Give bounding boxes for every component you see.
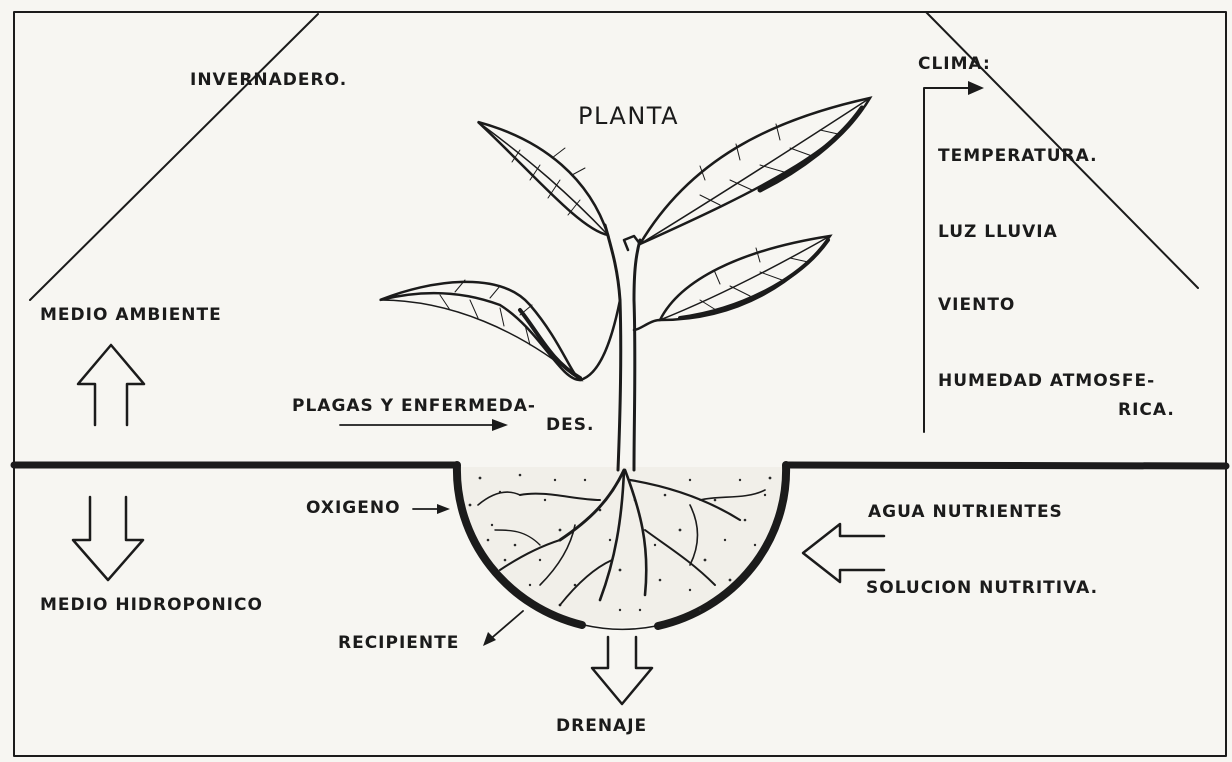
label-plagas-line1: PLAGAS Y ENFERMEDA- [292, 398, 536, 415]
leaf-lower-left [380, 280, 580, 380]
label-viento: VIENTO [938, 297, 1015, 314]
plagas-arrowhead [492, 419, 508, 431]
label-medio-ambiente: MEDIO AMBIENTE [40, 307, 222, 324]
up-arrow-icon [78, 345, 144, 425]
label-humedad-line2: RICA. [1118, 402, 1175, 419]
label-humedad-line1: HUMEDAD ATMOSFE- [938, 373, 1155, 390]
label-oxigeno: OXIGENO [306, 500, 401, 517]
leaf-upper-left [478, 122, 608, 235]
label-plagas-line2: DES. [546, 417, 594, 434]
label-medio-hidroponico: MEDIO HIDROPONICO [40, 597, 263, 614]
leaf-lower-right [660, 236, 830, 320]
label-drenaje: DRENAJE [556, 718, 647, 735]
ground-line-right [786, 465, 1226, 466]
oxigeno-arrowhead [437, 504, 450, 514]
recipiente-arrowhead [483, 632, 496, 646]
drenaje-arrow-icon [592, 637, 652, 704]
nutrient-inflow-arrow-icon [803, 524, 884, 582]
label-solucion-nutritiva: SOLUCION NUTRITIVA. [866, 580, 1098, 597]
label-agua-nutrientes: AGUA NUTRIENTES [868, 504, 1063, 521]
label-invernadero: INVERNADERO. [190, 72, 347, 89]
down-arrow-icon [73, 497, 143, 580]
label-luz-lluvia: LUZ LLUVIA [938, 224, 1058, 241]
label-recipiente: RECIPIENTE [338, 635, 459, 652]
label-planta: PLANTA [578, 104, 679, 128]
label-clima: CLIMA: [918, 56, 991, 73]
label-temperatura: TEMPERATURA. [938, 148, 1098, 165]
clima-bracket-arrowhead [968, 81, 984, 95]
greenhouse-roof-left [30, 14, 318, 300]
